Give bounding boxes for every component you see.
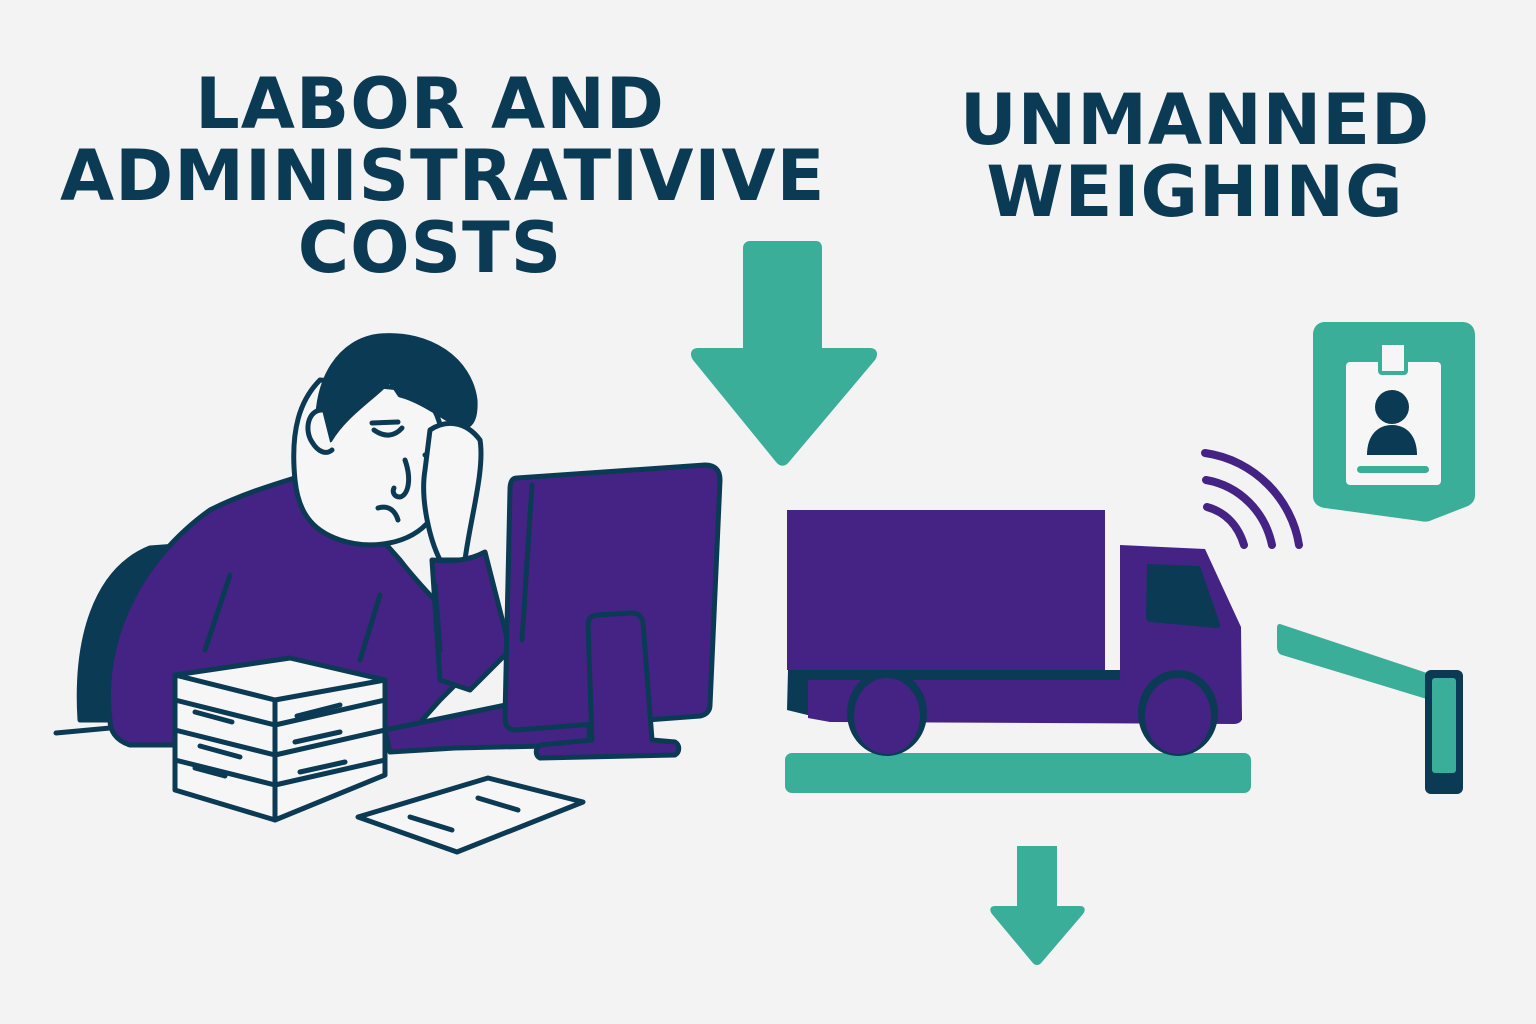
boom-barrier-icon — [1277, 624, 1463, 794]
sweater-fold — [357, 592, 383, 663]
barrier-arm — [1277, 624, 1430, 700]
person-icon — [1375, 390, 1409, 424]
monitor-stand — [533, 610, 682, 761]
worker-hand — [421, 420, 484, 563]
truck-wheel-front — [1145, 678, 1211, 754]
worker-nose — [390, 457, 412, 500]
right-title-line-1: UNMANNED — [959, 79, 1431, 161]
truck-icon — [787, 510, 1242, 756]
worker-eye-left — [371, 425, 405, 438]
truck-cargo-box — [787, 510, 1105, 670]
worker-hair — [315, 333, 478, 443]
id-badge-icon — [1313, 322, 1475, 522]
right-title: UNMANNED WEIGHING — [940, 84, 1450, 228]
left-title-line-1: LABOR AND — [195, 63, 665, 145]
office-worker-illustration — [53, 333, 723, 761]
left-title: LABOR AND ADMINISTRATIVIVE COSTS — [60, 63, 826, 289]
sweater-fold — [432, 582, 443, 653]
sweater-fold — [202, 572, 233, 653]
wireless-signal-icon — [1201, 449, 1303, 549]
left-title-line-3: COSTS — [297, 207, 563, 289]
arrow-down-icon — [990, 846, 1085, 965]
worker-brow — [369, 419, 401, 426]
left-title-line-2: ADMINISTRATIVIVE — [60, 135, 826, 217]
computer-monitor-icon — [502, 462, 723, 733]
worker-frown — [375, 504, 401, 523]
truck-wheel-rear — [854, 678, 920, 754]
weighbridge-platform — [785, 753, 1251, 793]
right-title-line-2: WEIGHING — [986, 151, 1404, 233]
document-sheet-icon — [355, 775, 586, 855]
worker-arm-sleeve — [429, 549, 513, 693]
worker-ear — [305, 407, 335, 455]
monitor-highlight — [519, 482, 535, 643]
arrow-down-icon — [690, 241, 878, 466]
paper-stack-icon — [172, 655, 388, 823]
truck-window — [1146, 564, 1221, 628]
